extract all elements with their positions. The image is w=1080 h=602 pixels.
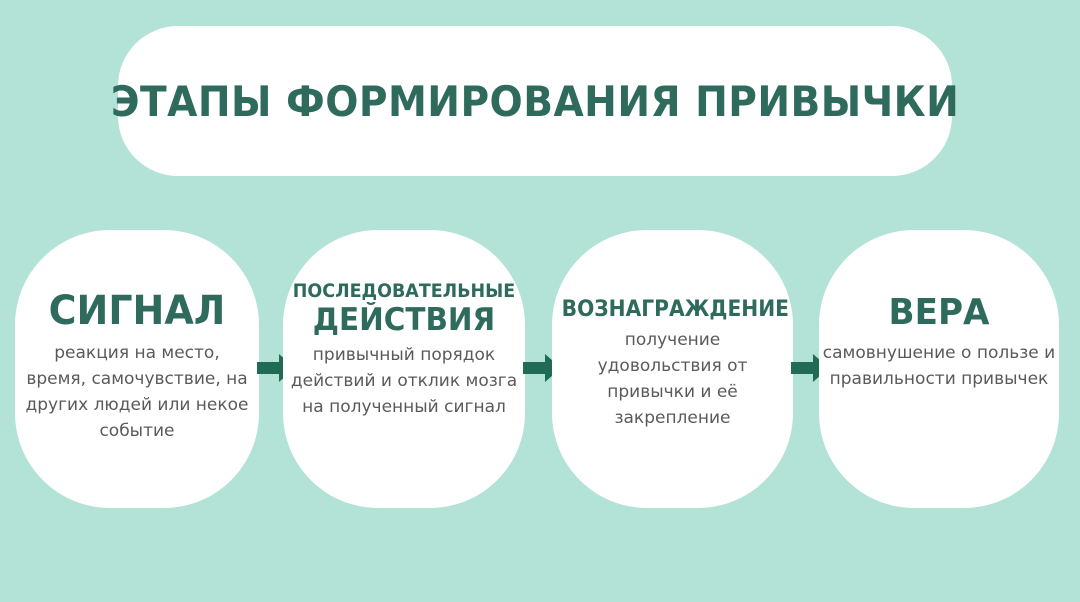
stage-heading-line2: ДЕЙСТВИЯ (312, 301, 496, 338)
arrow-right-icon (523, 354, 561, 382)
stage-description: реакция на место, время, самочувствие, н… (25, 343, 249, 441)
stage-heading-line1: ПОСЛЕДОВАТЕЛЬНЫЕ (292, 280, 516, 302)
stage-description: привычный порядок действий и отклик мозг… (290, 345, 518, 418)
stage-heading: ВОЗНАГРАЖДЕНИЕ (561, 297, 789, 322)
stage-actions: ПОСЛЕДОВАТЕЛЬНЫЕ ДЕЙСТВИЯ привычный поря… (283, 230, 525, 508)
stage-signal: СИГНАЛ реакция на место, время, самочувс… (15, 230, 259, 508)
stage-heading: СИГНАЛ (48, 288, 226, 334)
stage-belief: ВЕРА самовнушение о пользе и правильност… (819, 230, 1059, 508)
title-box: ЭТАПЫ ФОРМИРОВАНИЯ ПРИВЫЧКИ (111, 26, 959, 176)
stage-reward: ВОЗНАГРАЖДЕНИЕ получение удовольствия от… (552, 230, 793, 508)
stage-description: самовнушение о пользе и правильности при… (822, 342, 1056, 389)
page-title: ЭТАПЫ ФОРМИРОВАНИЯ ПРИВЫЧКИ (110, 76, 960, 126)
stage-description: получение удовольствия от привычки и её … (597, 330, 748, 429)
stage-heading: ВЕРА (888, 292, 990, 333)
